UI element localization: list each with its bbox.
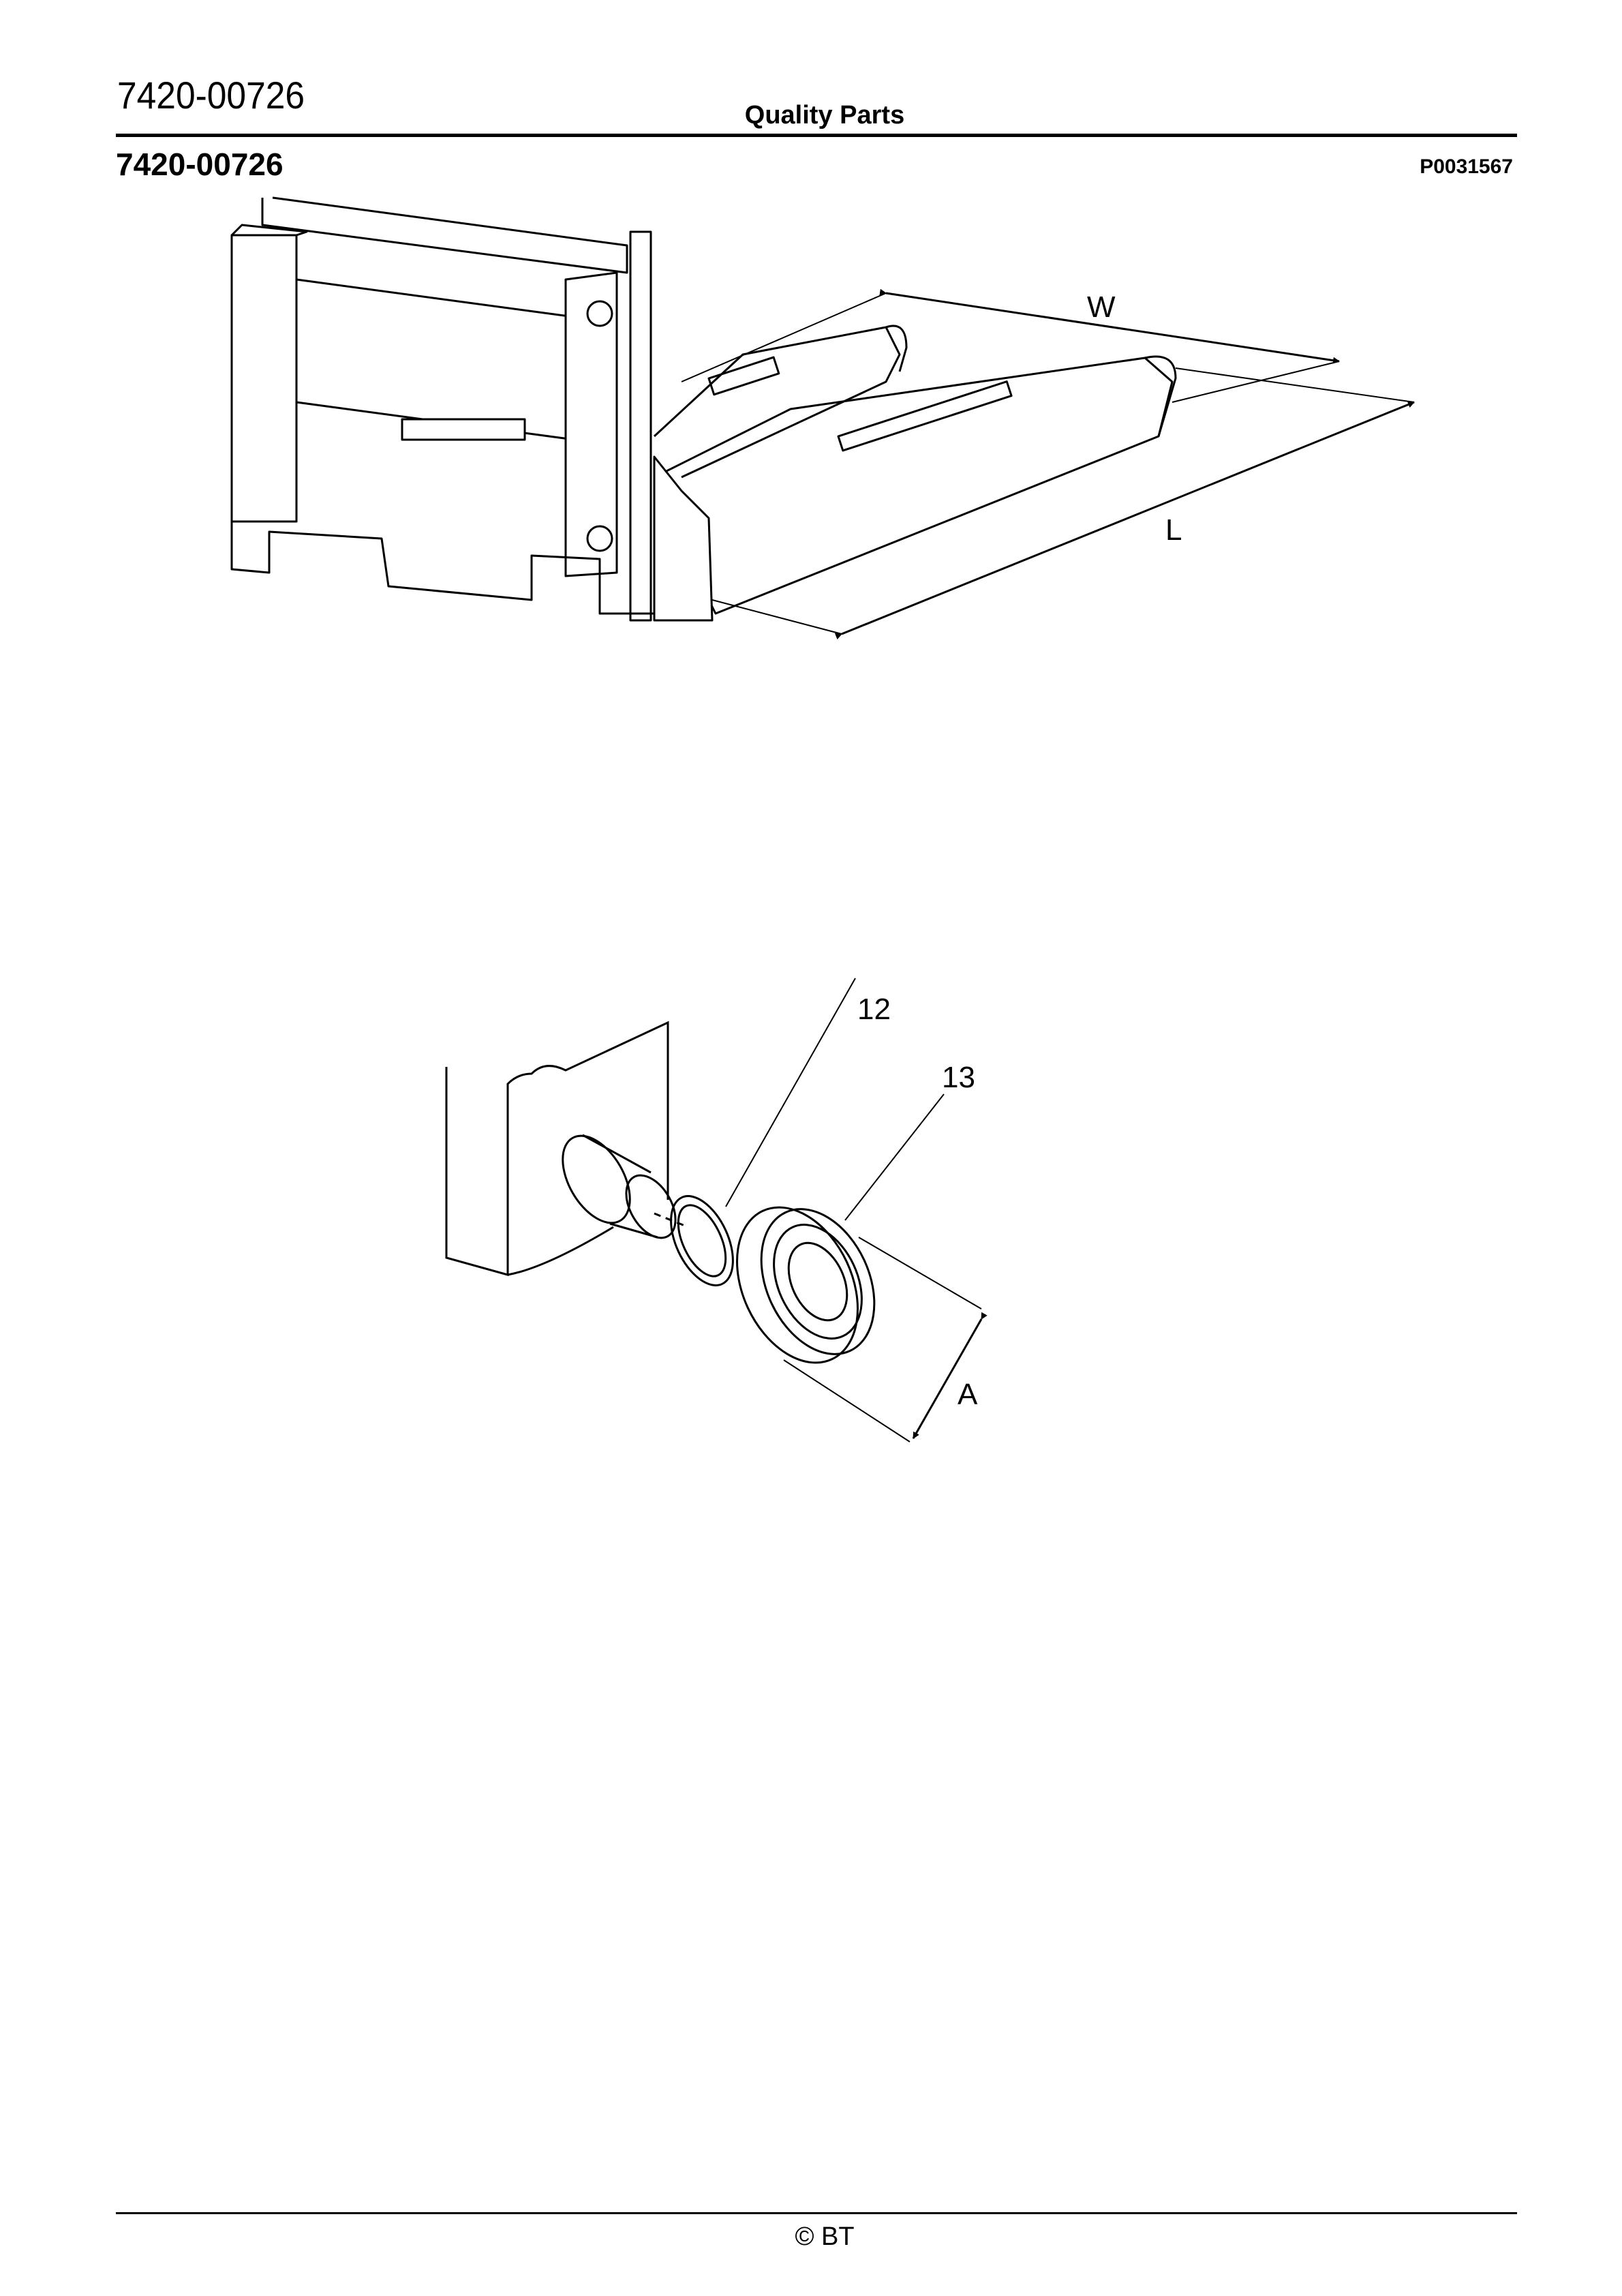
dimension-label-a: A [958,1378,978,1411]
section-title: 7420-00726 [116,147,284,182]
header-center-title: Quality Parts [744,101,905,130]
header-part-number: 7420-00726 [117,74,305,117]
bearing-detail-drawing [445,978,988,1442]
dimension-label-w: W [1087,290,1116,324]
dimension-label-l: L [1165,513,1182,547]
section-code: P0031567 [1420,155,1513,178]
header-divider [116,134,1517,137]
footer-copyright: © BT [795,2222,855,2251]
footer-divider [116,2212,1517,2214]
fork-frame-drawing [230,196,1415,640]
callout-12: 12 [857,993,891,1026]
callout-13: 13 [942,1061,975,1094]
